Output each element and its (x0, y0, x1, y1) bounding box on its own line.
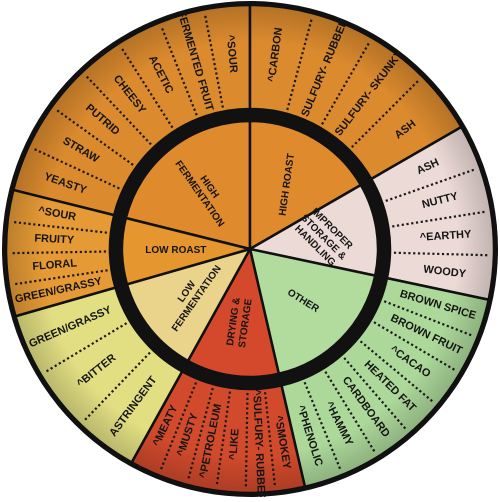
flavor-label-drying-storage-2: ^LIKE (227, 428, 241, 460)
flavor-label-low-roast-2: FRUITY (34, 233, 75, 247)
category-label-low-roast-0: LOW ROAST (145, 245, 206, 256)
